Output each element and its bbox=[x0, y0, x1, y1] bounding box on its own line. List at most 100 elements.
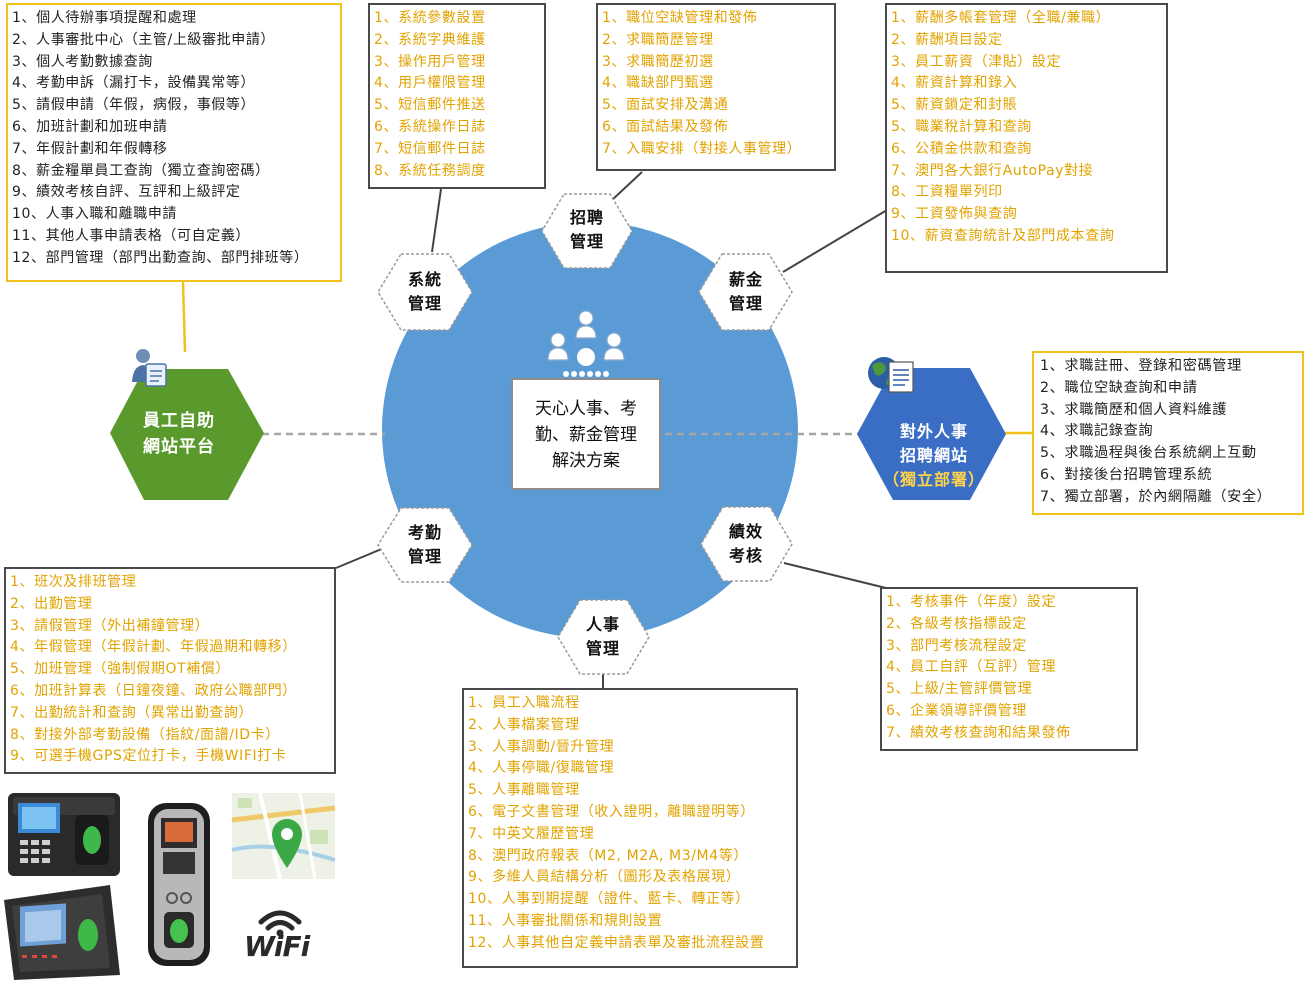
performance-management-box: 1、考核事件（年度）設定 2、各級考核指標設定 3、部門考核流程設定 4、員工自… bbox=[880, 587, 1138, 751]
list-item: 8、澳門政府報表（M2, M2A, M3/M4等） bbox=[468, 847, 748, 864]
list-item: 2、各級考核指標設定 bbox=[886, 615, 1027, 632]
list-item: 4、職缺部門甄選 bbox=[602, 75, 714, 92]
list-item: 4、用戶權限管理 bbox=[374, 75, 486, 92]
hex-salary[interactable] bbox=[698, 253, 793, 331]
wifi-icon bbox=[258, 910, 302, 937]
list-item: 11、其他人事申請表格（可自定義） bbox=[12, 227, 251, 244]
list-item: 2、人事審批中心（主管/上級審批申請） bbox=[12, 31, 276, 48]
list-item: 6、對接後台招聘管理系統 bbox=[1040, 466, 1213, 483]
list-item: 4、人事停職/復職管理 bbox=[468, 760, 615, 777]
attendance-terminal-2-image bbox=[148, 803, 210, 966]
module-label-hr: 人事 管理 bbox=[585, 615, 620, 658]
public-recruit-title: 對外人事 招聘網站 bbox=[899, 422, 968, 465]
list-item: 5、職業稅計算和查詢 bbox=[891, 118, 1032, 135]
hex-system[interactable] bbox=[377, 253, 473, 331]
core-solution-box bbox=[511, 378, 661, 490]
list-item: 9、多維人員結構分析（圖形及表格展現） bbox=[468, 869, 741, 886]
list-item: 6、企業領導評價管理 bbox=[886, 702, 1027, 719]
hex-attendance[interactable] bbox=[377, 507, 473, 583]
list-item: 2、出勤管理 bbox=[10, 595, 93, 612]
list-item: 5、人事離職管理 bbox=[468, 782, 580, 799]
hex-performance[interactable] bbox=[700, 506, 793, 582]
list-item: 9、績效考核自評、互評和上級評定 bbox=[12, 184, 241, 201]
employee-portal-title: 員工自助 網站平台 bbox=[143, 411, 215, 457]
list-item: 11、人事審批關係和規則設置 bbox=[468, 912, 663, 929]
list-item: 3、人事調動/晉升管理 bbox=[468, 738, 615, 755]
list-item: 2、人事檔案管理 bbox=[468, 716, 580, 733]
hr-management-box: 1、員工入職流程 2、人事檔案管理 3、人事調動/晉升管理 4、人事停職/復職管… bbox=[462, 688, 798, 968]
list-item: 8、對接外部考勤設備（指紋/面譜/ID卡） bbox=[10, 726, 280, 743]
list-item: 7、入職安排（對接人事管理） bbox=[602, 140, 802, 157]
list-item: 5、短信郵件推送 bbox=[374, 97, 486, 114]
connector-attendance bbox=[335, 547, 385, 569]
attendance-terminal-1-image bbox=[8, 793, 120, 876]
list-item: 5、薪資鎖定和封賬 bbox=[891, 97, 1018, 114]
list-item: 6、公積金供款和查詢 bbox=[891, 140, 1032, 157]
list-item: 5、加班管理（強制假期OT補償） bbox=[10, 661, 231, 678]
list-item: 3、請假管理（外出補鐘管理） bbox=[10, 617, 210, 634]
connector-recruit bbox=[611, 171, 643, 201]
module-label-salary: 薪金 管理 bbox=[728, 270, 763, 313]
module-label-recruit: 招聘 管理 bbox=[569, 208, 604, 251]
list-item: 5、上級/主管評價管理 bbox=[886, 681, 1033, 698]
list-item: 9、工資發佈與查詢 bbox=[891, 206, 1018, 223]
list-item: 4、薪資計算和錄入 bbox=[891, 75, 1018, 92]
list-item: 7、績效考核查詢和結果發佈 bbox=[886, 724, 1071, 741]
list-item: 3、個人考勤數據查詢 bbox=[12, 53, 153, 70]
list-item: 6、電子文書管理（收入證明，離職證明等） bbox=[468, 803, 755, 820]
list-item: 7、年假計劃和年假轉移 bbox=[12, 140, 168, 157]
list-item: 1、職位空缺管理和發佈 bbox=[602, 10, 758, 26]
module-label-attendance: 考勤 管理 bbox=[407, 523, 442, 566]
list-item: 3、求職簡歷和個人資料維護 bbox=[1040, 401, 1228, 418]
list-item: 3、求職簡歷初選 bbox=[602, 53, 714, 70]
list-item: 6、面試結果及發佈 bbox=[602, 118, 729, 135]
list-item: 5、面試安排及溝通 bbox=[602, 97, 729, 114]
wifi-label: WiFi bbox=[244, 930, 310, 963]
list-item: 9、可選手機GPS定位打卡，手機WIFI打卡 bbox=[10, 748, 287, 765]
list-item: 8、薪金糧單員工查詢（獨立查詢密碼） bbox=[12, 162, 270, 179]
list-item: 6、加班計算表（日鐘夜鐘、政府公職部門） bbox=[10, 682, 297, 699]
list-item: 10、人事入職和離職申請 bbox=[12, 206, 178, 223]
list-item: 1、班次及排班管理 bbox=[10, 574, 137, 590]
list-item: 1、求職註冊、登錄和密碼管理 bbox=[1040, 358, 1242, 374]
list-item: 2、系統字典維護 bbox=[374, 31, 486, 48]
connector-salary bbox=[782, 209, 888, 273]
list-item: 7、短信郵件日誌 bbox=[374, 140, 486, 157]
gps-map-image bbox=[231, 792, 336, 880]
recruit-management-box: 1、職位空缺管理和發佈 2、求職簡歷管理 3、求職簡歷初選 4、職缺部門甄選 5… bbox=[596, 3, 836, 171]
list-item: 2、求職簡歷管理 bbox=[602, 31, 714, 48]
core-solution-title: 天心人事、考 勤、薪金管理 解決方案 bbox=[535, 399, 637, 471]
connector-system bbox=[431, 188, 442, 253]
list-item: 10、人事到期提醒（證件、藍卡、轉正等） bbox=[468, 891, 750, 908]
list-item: 6、加班計劃和加班申請 bbox=[12, 118, 168, 135]
module-label-performance: 績效 考核 bbox=[728, 522, 763, 565]
hex-hr[interactable] bbox=[557, 599, 650, 675]
list-item: 4、求職記錄查詢 bbox=[1040, 423, 1154, 440]
connector-employee bbox=[181, 281, 187, 353]
hex-public-recruit[interactable] bbox=[857, 368, 1006, 500]
list-item: 3、員工薪資（津貼）設定 bbox=[891, 53, 1062, 70]
public-recruit-label: 對外人事 招聘網站 （獨立部署） bbox=[866, 396, 1002, 516]
hex-employee-portal[interactable] bbox=[110, 369, 264, 500]
list-item: 3、操作用戶管理 bbox=[374, 53, 486, 70]
list-item: 3、部門考核流程設定 bbox=[886, 637, 1027, 654]
list-item: 7、獨立部署，於內網隔離（安全） bbox=[1040, 488, 1272, 505]
list-item: 1、系統參數設置 bbox=[374, 10, 486, 26]
hex-recruit[interactable] bbox=[541, 193, 633, 269]
list-item: 8、工資糧單列印 bbox=[891, 184, 1003, 201]
employee-badge-icon bbox=[132, 349, 167, 387]
salary-management-box: 1、薪酬多帳套管理（全職/兼職） 2、薪酬項目設定 3、員工薪資（津貼）設定 4… bbox=[885, 3, 1168, 273]
list-item: 1、薪酬多帳套管理（全職/兼職） bbox=[891, 10, 1111, 26]
employee-portal-box: 1、個人待辦事項提醒和處理 2、人事審批中心（主管/上級審批申請） 3、個人考勤… bbox=[6, 3, 342, 282]
globe-document-icon bbox=[868, 357, 914, 393]
public-recruit-subtitle: （獨立部署） bbox=[882, 470, 985, 489]
connector-performance bbox=[783, 562, 887, 589]
face-terminal-image bbox=[4, 885, 120, 980]
list-item: 5、求職過程與後台系統網上互動 bbox=[1040, 445, 1257, 462]
list-item: 6、系統操作日誌 bbox=[374, 118, 486, 135]
list-item: 2、職位空缺查詢和申請 bbox=[1040, 379, 1198, 396]
list-item: 8、系統任務調度 bbox=[374, 162, 486, 179]
list-item: 7、澳門各大銀行AutoPay對接 bbox=[891, 162, 1094, 179]
list-item: 5、請假申請（年假，病假，事假等） bbox=[12, 97, 256, 114]
list-item: 4、考勤申訴（漏打卡，設備異常等） bbox=[12, 75, 256, 92]
